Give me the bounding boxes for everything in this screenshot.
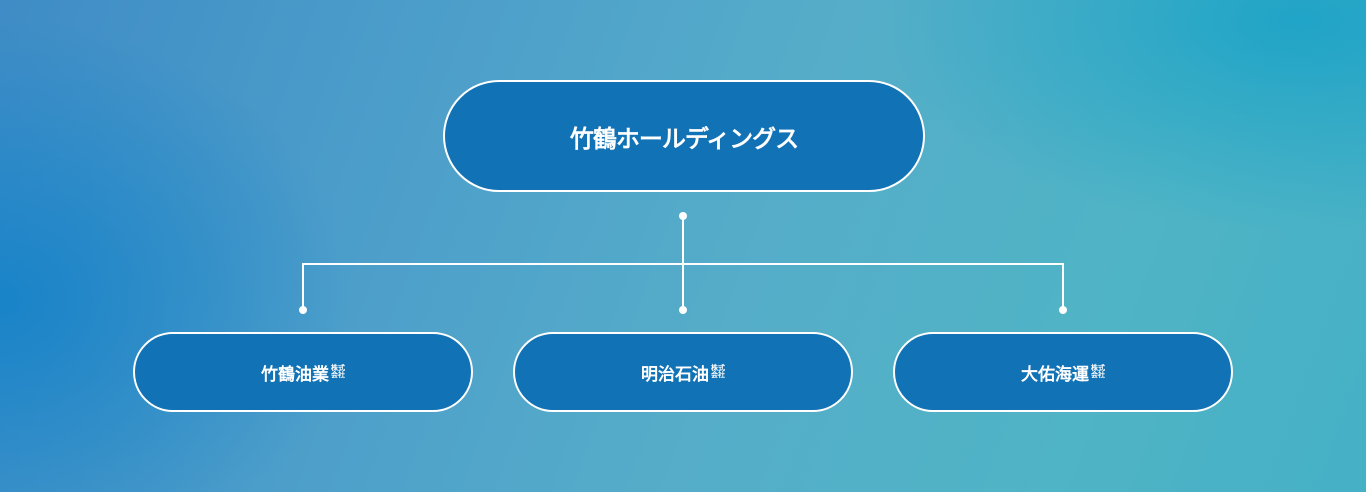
connector-dot [679,306,687,314]
child-company-node: 明治石油 株式会社 [513,332,853,412]
parent-company-node: 竹鶴ホールディングス [443,80,925,192]
child-company-node: 竹鶴油業 株式会社 [133,332,473,412]
connector-dot [299,306,307,314]
connector-dot [1059,306,1067,314]
parent-company-name: 竹鶴ホールディングス [569,124,799,153]
child-company-name: 明治石油 [641,364,709,385]
corporation-suffix: 株式会社 [331,364,345,379]
corporation-suffix: 株式会社 [1091,364,1105,379]
child-company-node: 大佑海運 株式会社 [893,332,1233,412]
corporation-suffix: 株式会社 [711,364,725,379]
child-company-name: 竹鶴油業 [261,364,329,385]
child-company-name: 大佑海運 [1021,364,1089,385]
connector-dot [679,212,687,220]
